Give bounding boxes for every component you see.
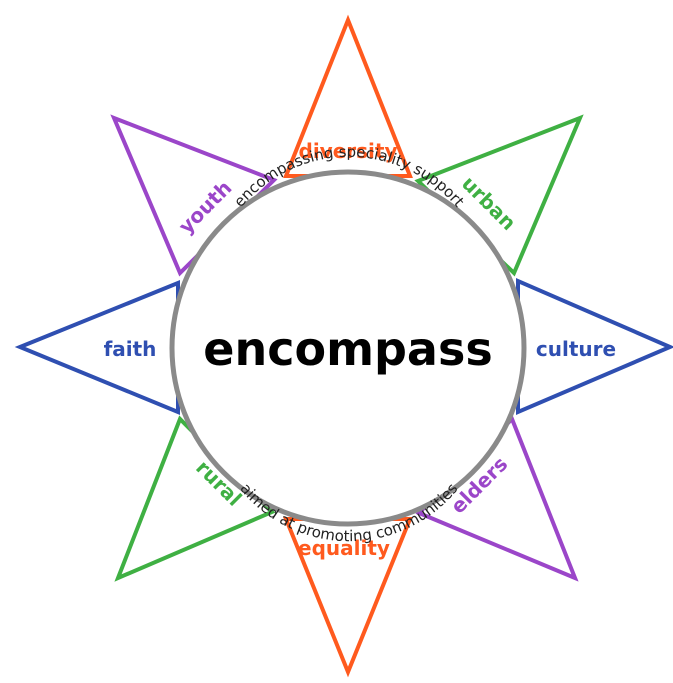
label-diversity: diversity [299, 139, 398, 163]
label-equality: equality [298, 536, 390, 560]
center-title: encompass [203, 322, 492, 376]
center-circle [169, 169, 527, 527]
label-faith: faith [104, 337, 157, 361]
label-culture: culture [536, 337, 616, 361]
